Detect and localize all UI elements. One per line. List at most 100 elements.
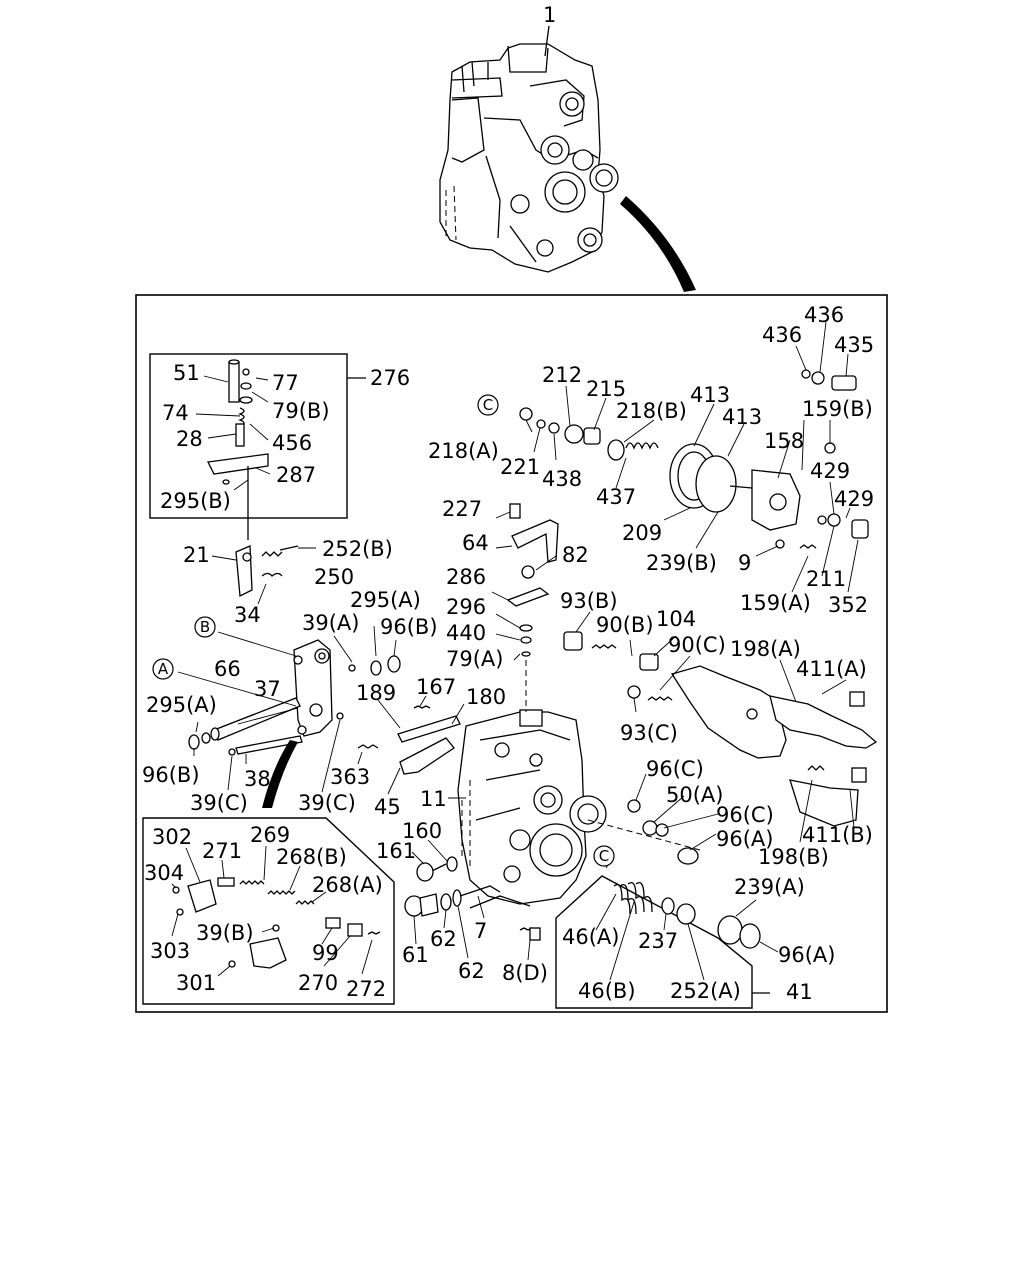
label-p28: 28 [176, 427, 203, 451]
label-p96c-2: 96(C) [716, 803, 774, 827]
label-p39c-2: 39(C) [298, 791, 356, 815]
label-p167: 167 [416, 675, 456, 699]
label-p11: 11 [420, 787, 447, 811]
label-p93c: 93(C) [620, 721, 678, 745]
label-p50a: 50(A) [666, 783, 723, 807]
label-p64: 64 [462, 531, 489, 555]
label-p363: 363 [330, 765, 370, 789]
callout-circle-a [152, 658, 174, 680]
label-p198a: 198(A) [730, 637, 801, 661]
label-p411b: 411(B) [802, 823, 873, 847]
label-p39c-1: 39(C) [190, 791, 248, 815]
label-p104: 104 [656, 607, 696, 631]
label-p79a: 79(A) [446, 647, 503, 671]
label-p218a: 218(A) [428, 439, 499, 463]
part-drawings-276 [207, 359, 269, 540]
label-p440: 440 [446, 621, 486, 645]
label-p96b-2: 96(B) [142, 763, 200, 787]
label-p74: 74 [162, 401, 189, 425]
label-p239a: 239(A) [734, 875, 805, 899]
label-p237: 237 [638, 929, 678, 953]
label-p436-1: 436 [762, 323, 802, 347]
label-p37: 37 [254, 677, 281, 701]
label-p295a-2: 295(A) [146, 693, 217, 717]
leader-lines [171, 321, 859, 981]
label-p46a: 46(A) [562, 925, 619, 949]
part-drawings-lower-box [172, 877, 381, 969]
subassembly-lower-box [142, 817, 395, 1005]
label-p252b: 252(B) [322, 537, 393, 561]
part-drawings-housing [404, 709, 607, 941]
label-p77: 77 [272, 371, 299, 395]
label-p301: 301 [176, 971, 216, 995]
label-p295a-1: 295(A) [350, 588, 421, 612]
label-p51: 51 [173, 361, 200, 385]
label-p429-1: 429 [810, 459, 850, 483]
part-drawings-brackets [670, 665, 878, 827]
label-p250: 250 [314, 565, 354, 589]
label-p7: 7 [474, 919, 487, 943]
callout-circle-b [194, 616, 216, 638]
label-p66: 66 [214, 657, 241, 681]
callout-a: A [158, 660, 169, 678]
label-p413-1: 413 [690, 383, 730, 407]
label-p62-1: 62 [430, 927, 457, 951]
label-p96b-1: 96(B) [380, 615, 438, 639]
label-p276: 276 [370, 366, 410, 390]
label-p82: 82 [562, 543, 589, 567]
label-p41: 41 [786, 980, 813, 1004]
label-p302: 302 [152, 825, 192, 849]
label-p9: 9 [738, 551, 751, 575]
label-p96a-1: 96(A) [716, 827, 773, 851]
label-p198b: 198(B) [758, 845, 829, 869]
label-p221: 221 [500, 455, 540, 479]
label-p39b: 39(B) [196, 921, 254, 945]
label-p45: 45 [374, 795, 401, 819]
label-p99: 99 [312, 941, 339, 965]
label-p21: 21 [183, 543, 210, 567]
label-p252a: 252(A) [670, 979, 741, 1003]
label-p303: 303 [150, 939, 190, 963]
label-p209: 209 [622, 521, 662, 545]
label-p227: 227 [442, 497, 482, 521]
label-p268b: 268(B) [276, 845, 347, 869]
label-p287: 287 [276, 463, 316, 487]
label-p34: 34 [234, 603, 261, 627]
label-p218b: 218(B) [616, 399, 687, 423]
callout-c2: C [599, 847, 609, 865]
label-p438: 438 [542, 467, 582, 491]
label-p159a: 159(A) [740, 591, 811, 615]
callout-c1: C [483, 396, 493, 414]
label-p239b: 239(B) [646, 551, 717, 575]
label-p270: 270 [298, 971, 338, 995]
label-p295b: 295(B) [160, 489, 231, 513]
label-p429-2: 429 [834, 487, 874, 511]
label-p215: 215 [586, 377, 626, 401]
label-p159b: 159(B) [802, 397, 873, 421]
label-p211: 211 [806, 567, 846, 591]
label-p61: 61 [402, 943, 429, 967]
part-drawings-boost-compensator [519, 369, 869, 549]
label-p296: 296 [446, 595, 486, 619]
part-drawings-stop-lever [506, 503, 559, 712]
label-p411a: 411(A) [796, 657, 867, 681]
label-p435: 435 [834, 333, 874, 357]
label-p79b: 79(B) [272, 399, 330, 423]
label-p158: 158 [764, 429, 804, 453]
label-p96a-2: 96(A) [778, 943, 835, 967]
part-labels: 1 276 51 77 79(B) 74 28 456 287 295(B) 2… [142, 3, 874, 1004]
label-p189: 189 [356, 681, 396, 705]
callout-circle-c1 [477, 394, 499, 416]
label-p268a: 268(A) [312, 873, 383, 897]
label-p62-2: 62 [458, 959, 485, 983]
label-p413-2: 413 [722, 405, 762, 429]
label-p212: 212 [542, 363, 582, 387]
label-p161: 161 [376, 839, 416, 863]
label-p436-2: 436 [804, 303, 844, 327]
label-p160: 160 [402, 819, 442, 843]
label-p304: 304 [144, 861, 184, 885]
subassembly-41-box [555, 875, 753, 1009]
label-p38: 38 [244, 767, 271, 791]
leader-1 [544, 25, 550, 57]
